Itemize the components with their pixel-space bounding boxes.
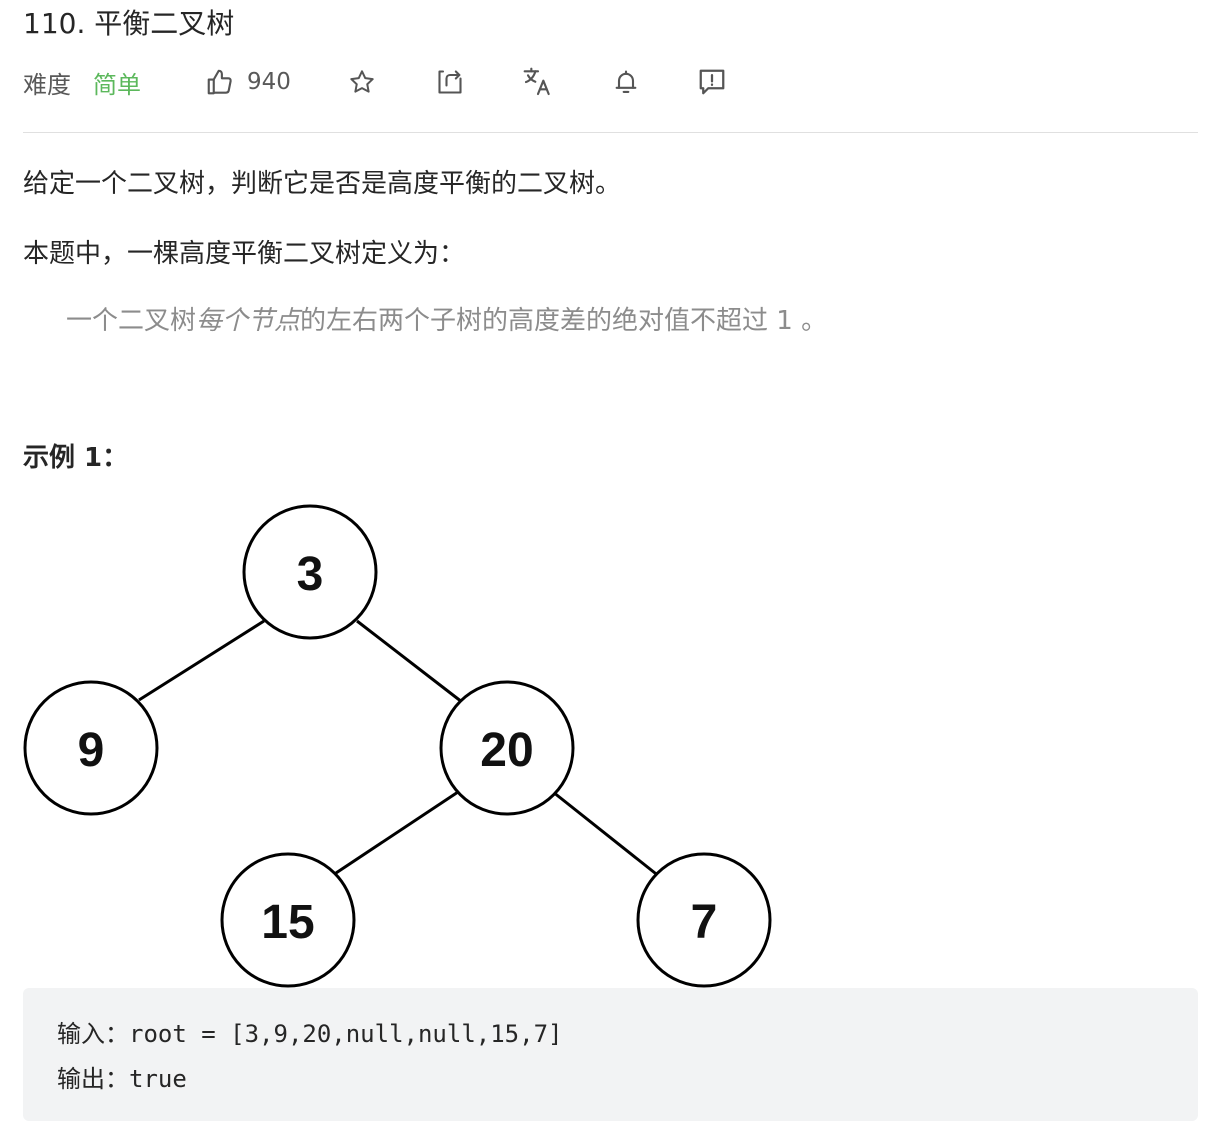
share-icon xyxy=(436,68,464,96)
edge-3-9 xyxy=(138,619,265,702)
tree-node-9 xyxy=(23,680,159,816)
difficulty-label: 难度 xyxy=(23,70,71,99)
thumbs-up-icon xyxy=(205,67,235,97)
edge-20-7 xyxy=(552,790,661,879)
edge-3-20 xyxy=(356,619,463,704)
favorite-button[interactable] xyxy=(348,64,376,100)
bell-icon xyxy=(612,68,640,96)
tree-node-15 xyxy=(220,852,356,988)
feedback-icon xyxy=(697,67,727,97)
tree-node-label-15: 15 xyxy=(261,896,314,949)
difficulty: 难度 简单 xyxy=(23,62,141,102)
description-paragraph-1: 给定一个二叉树，判断它是否是高度平衡的二叉树。 xyxy=(23,169,622,199)
binary-tree-diagram: 3 9 20 15 7 xyxy=(23,504,772,988)
tree-node-label-3: 3 xyxy=(297,548,324,601)
tree-node-3 xyxy=(242,504,378,640)
definition-quote: 一个二叉树每个节点的左右两个子树的高度差的绝对值不超过 1 。 xyxy=(66,303,827,339)
quote-text-after: 的左右两个子树的高度差的绝对值不超过 1 。 xyxy=(300,306,828,336)
tree-node-label-7: 7 xyxy=(691,896,718,949)
problem-title: 110. 平衡二叉树 xyxy=(23,7,235,40)
example-code-block: 输入：root = [3,9,20,null,null,15,7] 输出：tru… xyxy=(23,988,1198,1121)
like-count: 940 xyxy=(247,69,291,95)
tree-node-label-9: 9 xyxy=(78,724,105,777)
example-title: 示例 1： xyxy=(23,443,129,473)
tree-node-20 xyxy=(439,680,575,816)
feedback-button[interactable] xyxy=(697,64,727,100)
translate-icon xyxy=(522,66,554,98)
description-paragraph-2: 本题中，一棵高度平衡二叉树定义为： xyxy=(23,239,466,269)
subscribe-button[interactable] xyxy=(612,64,640,100)
header-divider xyxy=(23,132,1198,133)
example-input-line: 输入：root = [3,9,20,null,null,15,7] xyxy=(57,1020,563,1048)
like-button[interactable]: 940 xyxy=(205,64,291,100)
difficulty-value: 简单 xyxy=(93,70,141,99)
edge-20-15 xyxy=(335,790,459,875)
star-icon xyxy=(348,68,376,96)
quote-emphasis: 每个节点 xyxy=(196,306,301,336)
translate-button[interactable] xyxy=(522,64,554,100)
tree-node-label-20: 20 xyxy=(480,724,533,777)
quote-text-before: 一个二叉树 xyxy=(66,306,197,336)
share-button[interactable] xyxy=(436,64,464,100)
tree-node-7 xyxy=(636,852,772,988)
example-output-line: 输出：true xyxy=(57,1065,187,1093)
